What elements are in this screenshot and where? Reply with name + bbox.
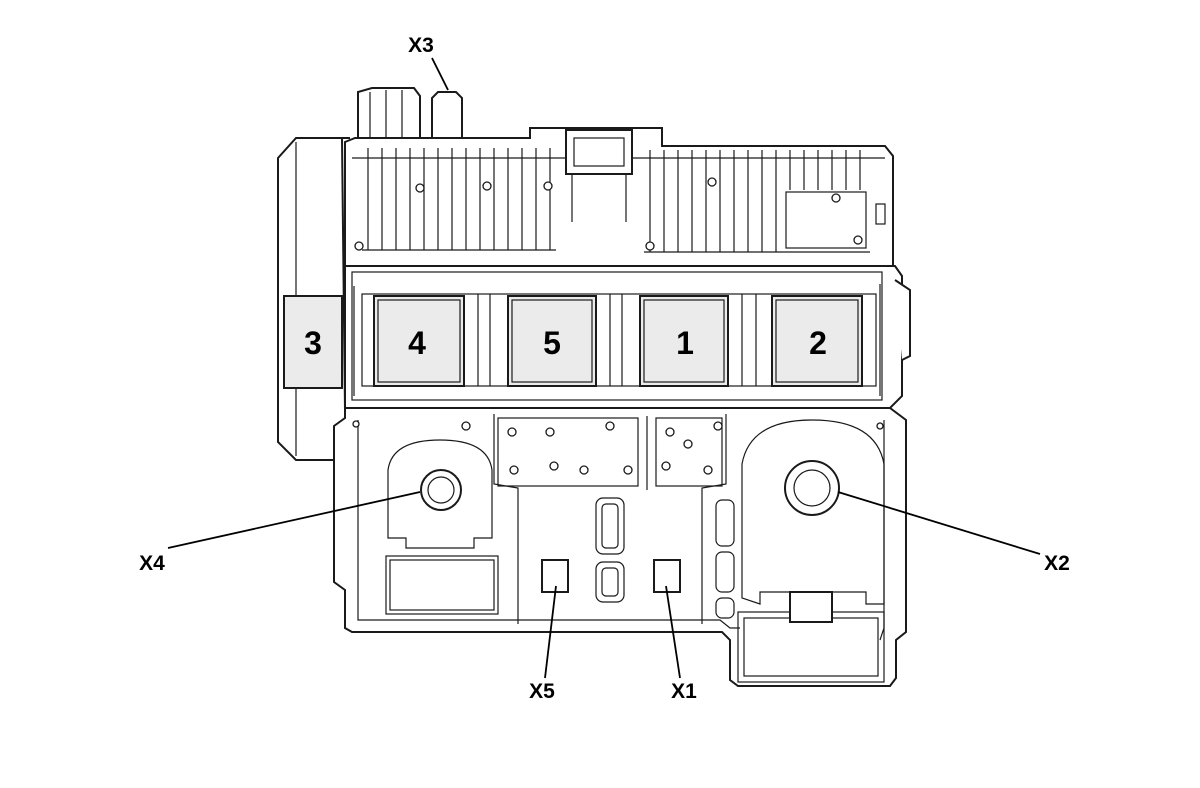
- x3-stud: [357, 87, 463, 139]
- connector-label-x4: X4: [139, 552, 165, 575]
- fuse-label-3: 3: [304, 325, 322, 361]
- leader-lines: [167, 57, 1041, 679]
- x4-leader: [167, 491, 421, 549]
- fuse-5: 5: [507, 295, 597, 387]
- fuse-4: 4: [373, 295, 465, 387]
- fuse-3: 3: [283, 295, 343, 389]
- top-fin-section: [344, 127, 894, 269]
- fuse-dividers: [477, 294, 757, 386]
- fuse-label-5: 5: [543, 325, 561, 361]
- side-vents: [715, 499, 735, 619]
- connector-label-x3: X3: [408, 34, 434, 57]
- fuse-label-4: 4: [408, 325, 426, 361]
- lower-housing: [333, 407, 907, 687]
- fuse-2: 2: [771, 295, 863, 387]
- side-slot: [875, 203, 886, 225]
- x2-terminal-pocket: [737, 419, 885, 683]
- connector-label-x1: X1: [671, 680, 697, 703]
- fuse-label-2: 2: [809, 325, 827, 361]
- x3-leader: [431, 57, 449, 91]
- x1-leader: [665, 585, 681, 679]
- center-slots: [595, 497, 625, 603]
- connector-label-x5: X5: [529, 680, 555, 703]
- fin-holes: [354, 177, 863, 251]
- x5-leader: [544, 585, 557, 679]
- x2-leader: [837, 491, 1041, 555]
- left-fin-group: [362, 148, 556, 251]
- fuse-1: 1: [639, 295, 729, 387]
- right-fin-group: [644, 150, 870, 253]
- x4-terminal-pocket: [385, 439, 499, 615]
- center-stem: [565, 129, 633, 222]
- plate-holes: [352, 420, 884, 475]
- connector-label-x2: X2: [1044, 552, 1070, 575]
- fuse-label-1: 1: [676, 325, 694, 361]
